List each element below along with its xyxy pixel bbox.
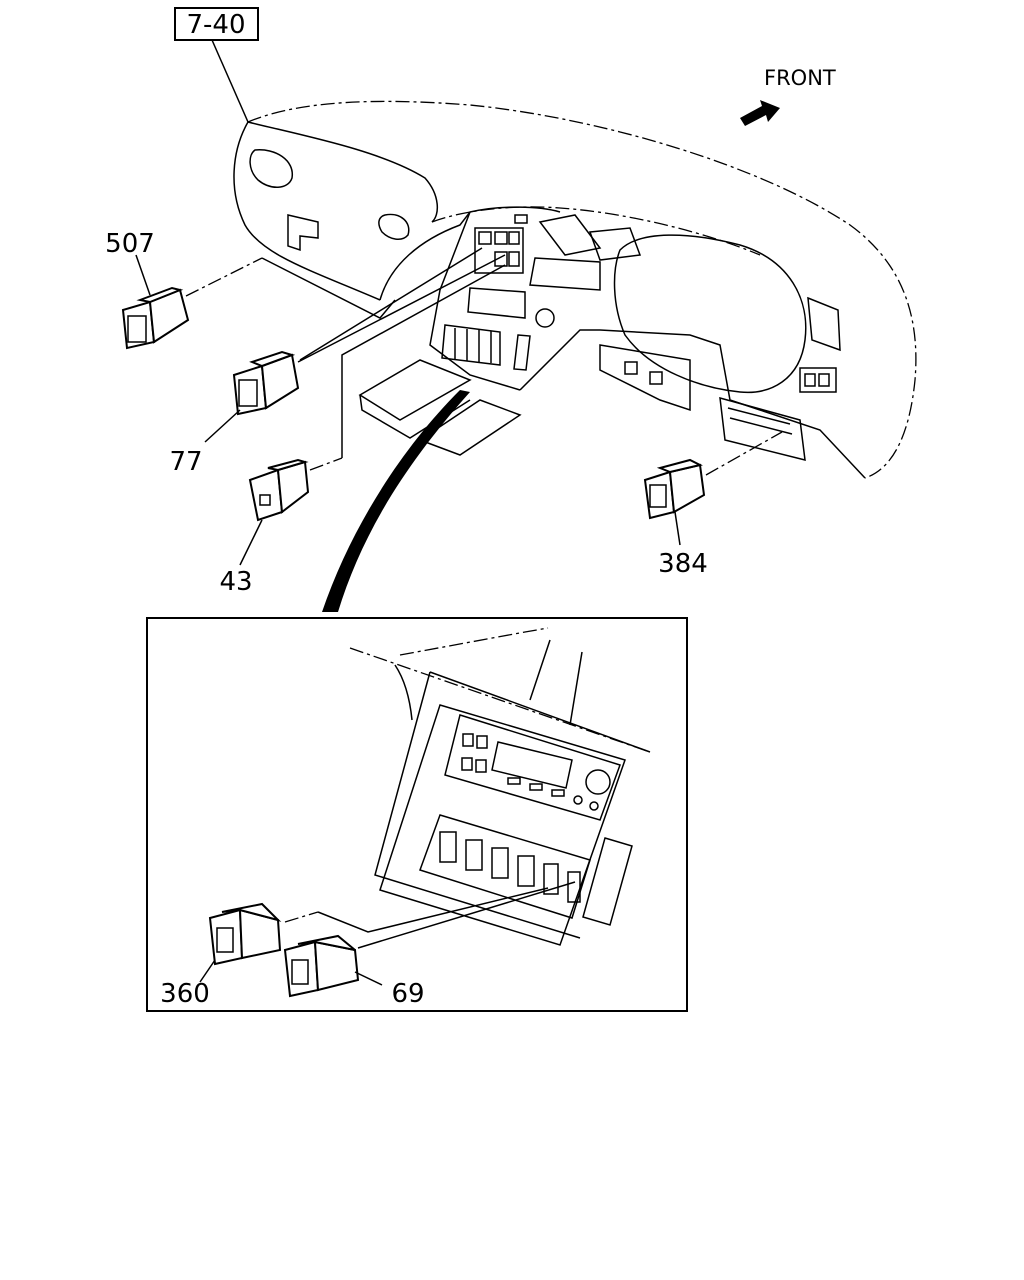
part-360-label: 360 [160, 979, 210, 1009]
part-43[interactable]: 43 [219, 264, 506, 597]
part-360[interactable]: 360 [160, 887, 549, 1009]
part-77-label: 77 [169, 447, 202, 477]
detail-inset [146, 617, 688, 1012]
reference-box[interactable]: 7-40 [174, 7, 259, 41]
front-arrow-icon [740, 100, 780, 126]
part-43-label: 43 [219, 567, 252, 597]
part-507[interactable]: 507 [105, 229, 396, 350]
part-69[interactable]: 69 [283, 881, 576, 1009]
detail-callout-wedge [322, 390, 470, 612]
part-384[interactable]: 384 [643, 431, 783, 579]
part-69-label: 69 [391, 979, 424, 1009]
part-384-label: 384 [658, 549, 708, 579]
front-indicator: FRONT [740, 66, 836, 126]
front-label: FRONT [764, 66, 836, 90]
dashboard-illustration [233, 100, 917, 479]
part-507-label: 507 [105, 229, 155, 259]
reference-label: 7-40 [186, 10, 245, 40]
reference-leader [211, 39, 249, 123]
part-77[interactable]: 77 [169, 254, 506, 477]
